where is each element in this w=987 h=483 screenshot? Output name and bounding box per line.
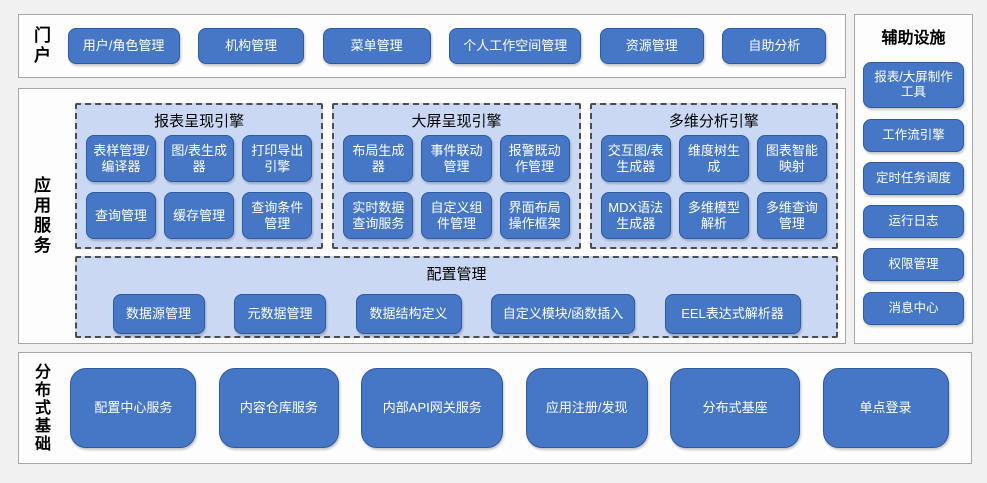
engine-item-mdx-generator[interactable]: MDX语法生成器 xyxy=(600,192,671,239)
aux-item-workflow-engine[interactable]: 工作流引擎 xyxy=(863,118,964,152)
app-services-section: 应用服务 报表呈现引擎 表样管理/编译器 图/表生成器 打印导出引擎 查询管理 … xyxy=(18,88,846,344)
engine-item-alarm-action-mgmt[interactable]: 报警既动作管理 xyxy=(499,135,570,182)
portal-item-menu-mgmt[interactable]: 菜单管理 xyxy=(322,28,431,64)
engine-item-style-compiler[interactable]: 表样管理/编译器 xyxy=(86,135,157,182)
portal-item-org-mgmt[interactable]: 机构管理 xyxy=(198,28,305,64)
portal-item-user-role-mgmt[interactable]: 用户/角色管理 xyxy=(67,28,180,64)
config-item-eel-parser[interactable]: EEL表达式解析器 xyxy=(664,294,801,334)
engine-item-interactive-chart-generator[interactable]: 交互图/表生成器 xyxy=(600,135,671,182)
engine-item-multidim-query-mgmt[interactable]: 多维查询管理 xyxy=(756,192,827,239)
portal-item-self-analysis[interactable]: 自助分析 xyxy=(722,28,827,64)
aux-item-report-bigscreen-tool[interactable]: 报表/大屏制作工具 xyxy=(863,62,964,109)
config-item-data-structure[interactable]: 数据结构定义 xyxy=(355,294,462,334)
aux-item-run-log[interactable]: 运行日志 xyxy=(863,205,964,239)
base-item-sso[interactable]: 单点登录 xyxy=(822,368,949,448)
aux-facilities-title: 辅助设施 xyxy=(881,30,946,47)
distributed-base-section: 分布式基础 配置中心服务 内容仓库服务 内部API网关服务 应用注册/发现 分布… xyxy=(18,352,972,464)
engine-item-event-linkage-mgmt[interactable]: 事件联动管理 xyxy=(421,135,492,182)
config-mgmt-panel: 配置管理 数据源管理 元数据管理 数据结构定义 自定义模块/函数插入 EEL表达… xyxy=(75,256,838,338)
base-item-distributed-pedestal[interactable]: 分布式基座 xyxy=(670,368,801,448)
config-item-custom-module-function[interactable]: 自定义模块/函数插入 xyxy=(491,294,635,334)
engine-item-dimension-tree[interactable]: 维度树生成 xyxy=(678,135,749,182)
engine-item-smart-chart-mapping[interactable]: 图表智能映射 xyxy=(756,135,827,182)
portal-section: 门户 用户/角色管理 机构管理 菜单管理 个人工作空间管理 资源管理 自助分析 xyxy=(18,14,846,78)
report-engine-grid: 表样管理/编译器 图/表生成器 打印导出引擎 查询管理 缓存管理 查询条件管理 xyxy=(86,135,313,239)
portal-section-label: 门户 xyxy=(31,26,50,66)
config-item-datasource-mgmt[interactable]: 数据源管理 xyxy=(112,294,205,334)
engine-panels: 报表呈现引擎 表样管理/编译器 图/表生成器 打印导出引擎 查询管理 缓存管理 … xyxy=(75,103,838,249)
config-item-metadata-mgmt[interactable]: 元数据管理 xyxy=(234,294,326,334)
app-services-label: 应用服务 xyxy=(31,176,50,256)
portal-button-row: 用户/角色管理 机构管理 菜单管理 个人工作空间管理 资源管理 自助分析 xyxy=(49,28,845,64)
olap-engine-title: 多维分析引擎 xyxy=(668,113,759,130)
portal-item-resource-mgmt[interactable]: 资源管理 xyxy=(599,28,704,64)
olap-engine-grid: 交互图/表生成器 维度树生成 图表智能映射 MDX语法生成器 多维模型解析 多维… xyxy=(600,135,827,239)
aux-item-task-scheduler[interactable]: 定时任务调度 xyxy=(863,161,964,195)
engine-item-cache-mgmt[interactable]: 缓存管理 xyxy=(164,192,235,239)
base-item-config-center-service[interactable]: 配置中心服务 xyxy=(70,368,197,448)
distributed-base-label: 分布式基础 xyxy=(32,363,49,453)
bigscreen-engine-grid: 布局生成器 事件联动管理 报警既动作管理 实时数据查询服务 自定义组件管理 界面… xyxy=(343,135,570,239)
bigscreen-engine-title: 大屏呈现引擎 xyxy=(411,113,502,130)
aux-button-column: 报表/大屏制作工具 工作流引擎 定时任务调度 运行日志 权限管理 消息中心 xyxy=(855,48,972,343)
config-button-row: 数据源管理 元数据管理 数据结构定义 自定义模块/函数插入 EEL表达式解析器 xyxy=(83,294,830,334)
engine-item-print-export[interactable]: 打印导出引擎 xyxy=(242,135,313,182)
aux-item-permission-mgmt[interactable]: 权限管理 xyxy=(863,248,964,282)
engine-item-query-mgmt[interactable]: 查询管理 xyxy=(86,192,157,239)
engine-item-layout-generator[interactable]: 布局生成器 xyxy=(343,135,414,182)
aux-facilities-section: 辅助设施 报表/大屏制作工具 工作流引擎 定时任务调度 运行日志 权限管理 消息… xyxy=(854,14,973,344)
engine-item-custom-component-mgmt[interactable]: 自定义组件管理 xyxy=(421,192,492,239)
engine-item-ui-layout-framework[interactable]: 界面布局操作框架 xyxy=(499,192,570,239)
report-engine-panel: 报表呈现引擎 表样管理/编译器 图/表生成器 打印导出引擎 查询管理 缓存管理 … xyxy=(75,103,324,249)
config-mgmt-title: 配置管理 xyxy=(426,266,487,283)
base-item-app-register-discover[interactable]: 应用注册/发现 xyxy=(525,368,648,448)
engine-item-realtime-query-service[interactable]: 实时数据查询服务 xyxy=(343,192,414,239)
bigscreen-engine-panel: 大屏呈现引擎 布局生成器 事件联动管理 报警既动作管理 实时数据查询服务 自定义… xyxy=(332,103,581,249)
base-button-row: 配置中心服务 内容仓库服务 内部API网关服务 应用注册/发现 分布式基座 单点… xyxy=(48,368,971,448)
engine-item-chart-table-generator[interactable]: 图/表生成器 xyxy=(164,135,235,182)
portal-item-workspace-mgmt[interactable]: 个人工作空间管理 xyxy=(449,28,582,64)
aux-item-message-center[interactable]: 消息中心 xyxy=(863,291,964,325)
base-item-content-repo-service[interactable]: 内容仓库服务 xyxy=(218,368,339,448)
olap-engine-panel: 多维分析引擎 交互图/表生成器 维度树生成 图表智能映射 MDX语法生成器 多维… xyxy=(589,103,838,249)
base-item-internal-api-gateway[interactable]: 内部API网关服务 xyxy=(361,368,504,448)
report-engine-title: 报表呈现引擎 xyxy=(154,113,245,130)
engine-item-multidim-model-parse[interactable]: 多维模型解析 xyxy=(678,192,749,239)
engine-item-query-condition-mgmt[interactable]: 查询条件管理 xyxy=(242,192,313,239)
